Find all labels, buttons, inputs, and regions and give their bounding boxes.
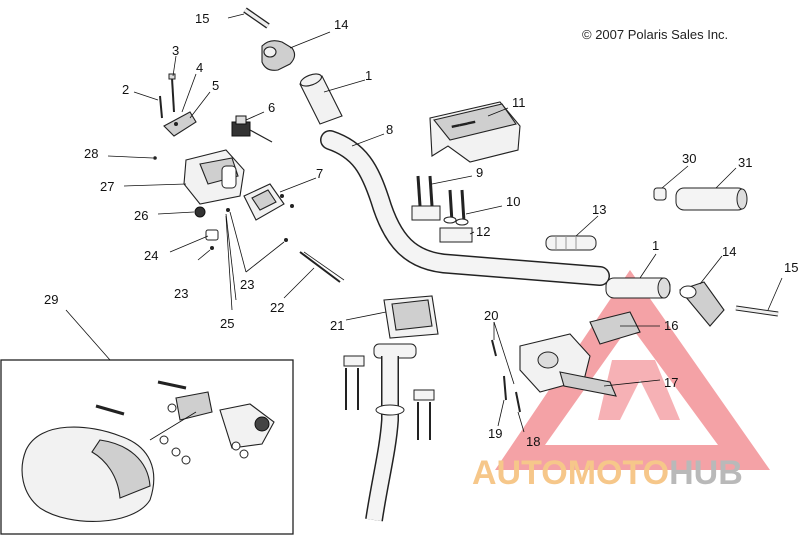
callout-19: 19 — [488, 426, 502, 441]
part-block-21 — [383, 295, 439, 339]
part-pin-28 — [153, 156, 157, 160]
callouts: 15 14 3 4 2 5 1 6 8 11 28 27 7 9 30 31 1… — [44, 11, 798, 449]
watermark-moto: MOTO — [568, 454, 669, 492]
watermark-inner-mark — [598, 360, 680, 420]
part-block-12 — [439, 227, 473, 243]
callout-8: 8 — [386, 122, 393, 137]
part-screw-3 — [168, 73, 176, 113]
callout-25: 25 — [220, 316, 234, 331]
callout-22: 22 — [270, 300, 284, 315]
callout-15-top: 15 — [195, 11, 209, 26]
callout-24: 24 — [144, 248, 158, 263]
part-screw-18 — [515, 391, 521, 413]
inset-washers — [159, 403, 249, 465]
callout-16: 16 — [664, 318, 678, 333]
callout-14-right: 14 — [722, 244, 736, 259]
callout-1-right: 1 — [652, 238, 659, 253]
watermark-triangle — [495, 270, 770, 470]
part-fasteners-left — [343, 355, 365, 410]
part-bolt-15-lower — [735, 305, 779, 317]
callout-12: 12 — [476, 224, 490, 239]
callout-1-top: 1 — [365, 68, 372, 83]
part-screw-20-a — [491, 339, 497, 357]
part-lever-17 — [559, 371, 617, 397]
part-screw-23-right — [226, 208, 230, 212]
watermark-auto: AUTO — [472, 454, 568, 492]
part-screw-23-left — [210, 246, 214, 250]
callout-26: 26 — [134, 208, 148, 223]
callout-27: 27 — [100, 179, 114, 194]
callout-9: 9 — [476, 165, 483, 180]
watermark-text-auto: AUTOMOTOHUB — [472, 454, 743, 492]
callout-5: 5 — [212, 78, 219, 93]
callout-11: 11 — [512, 95, 526, 110]
callout-6: 6 — [268, 100, 275, 115]
callout-10: 10 — [506, 194, 520, 209]
part-cover-7 — [243, 183, 294, 221]
copyright-text: © 2007 Polaris Sales Inc. — [582, 27, 728, 42]
part-button-24 — [205, 229, 219, 241]
part-bracket-5 — [163, 111, 197, 137]
callout-15-right: 15 — [784, 260, 798, 275]
part-block-upper — [411, 205, 441, 221]
callout-21: 21 — [330, 318, 344, 333]
part-tube-1-upper — [299, 73, 343, 125]
inset-bolts — [95, 380, 187, 416]
part-cable-22 — [299, 251, 345, 283]
part-screw-19 — [503, 375, 507, 401]
callout-28: 28 — [84, 146, 98, 161]
callout-2: 2 — [122, 82, 129, 97]
part-grip-31 — [675, 187, 748, 211]
part-clamp-14 — [261, 40, 296, 71]
callout-14-top: 14 — [334, 17, 348, 32]
callout-4: 4 — [196, 60, 203, 75]
part-screw-2 — [159, 95, 163, 119]
watermark-text: AUTOMOTOHUB — [472, 454, 743, 492]
part-knob-26 — [194, 206, 206, 218]
watermark-hub: HUB — [669, 454, 743, 492]
part-washers-10 — [443, 216, 469, 226]
watermark-logo — [495, 270, 770, 470]
callout-30: 30 — [682, 151, 696, 166]
callout-23-left: 23 — [174, 286, 188, 301]
callout-3: 3 — [172, 43, 179, 58]
callout-17: 17 — [664, 375, 678, 390]
callout-20: 20 — [484, 308, 498, 323]
part-handlebar-8 — [320, 130, 610, 286]
part-fasteners-right — [413, 389, 435, 440]
part-housing-27 — [183, 149, 245, 205]
leader-lines — [65, 13, 783, 441]
part-screw-23-b — [284, 238, 288, 242]
part-tube-1-lower — [605, 277, 671, 299]
callout-23-right: 23 — [240, 277, 254, 292]
callout-31: 31 — [738, 155, 752, 170]
part-clamp-14-lower — [679, 281, 725, 327]
part-switch-6 — [231, 115, 273, 143]
callout-18: 18 — [526, 434, 540, 449]
callout-13: 13 — [592, 202, 606, 217]
part-bolt-15 — [243, 7, 270, 29]
part-end-30 — [653, 187, 667, 201]
part-column — [365, 343, 417, 522]
callout-7: 7 — [316, 166, 323, 181]
inset-bracket — [175, 391, 275, 449]
callout-29: 29 — [44, 292, 58, 307]
part-pad-11: ▬▬▬ — [429, 101, 521, 163]
part-grip-13 — [545, 235, 597, 251]
part-pin-25 — [225, 213, 237, 301]
inset-box-29 — [0, 359, 294, 535]
